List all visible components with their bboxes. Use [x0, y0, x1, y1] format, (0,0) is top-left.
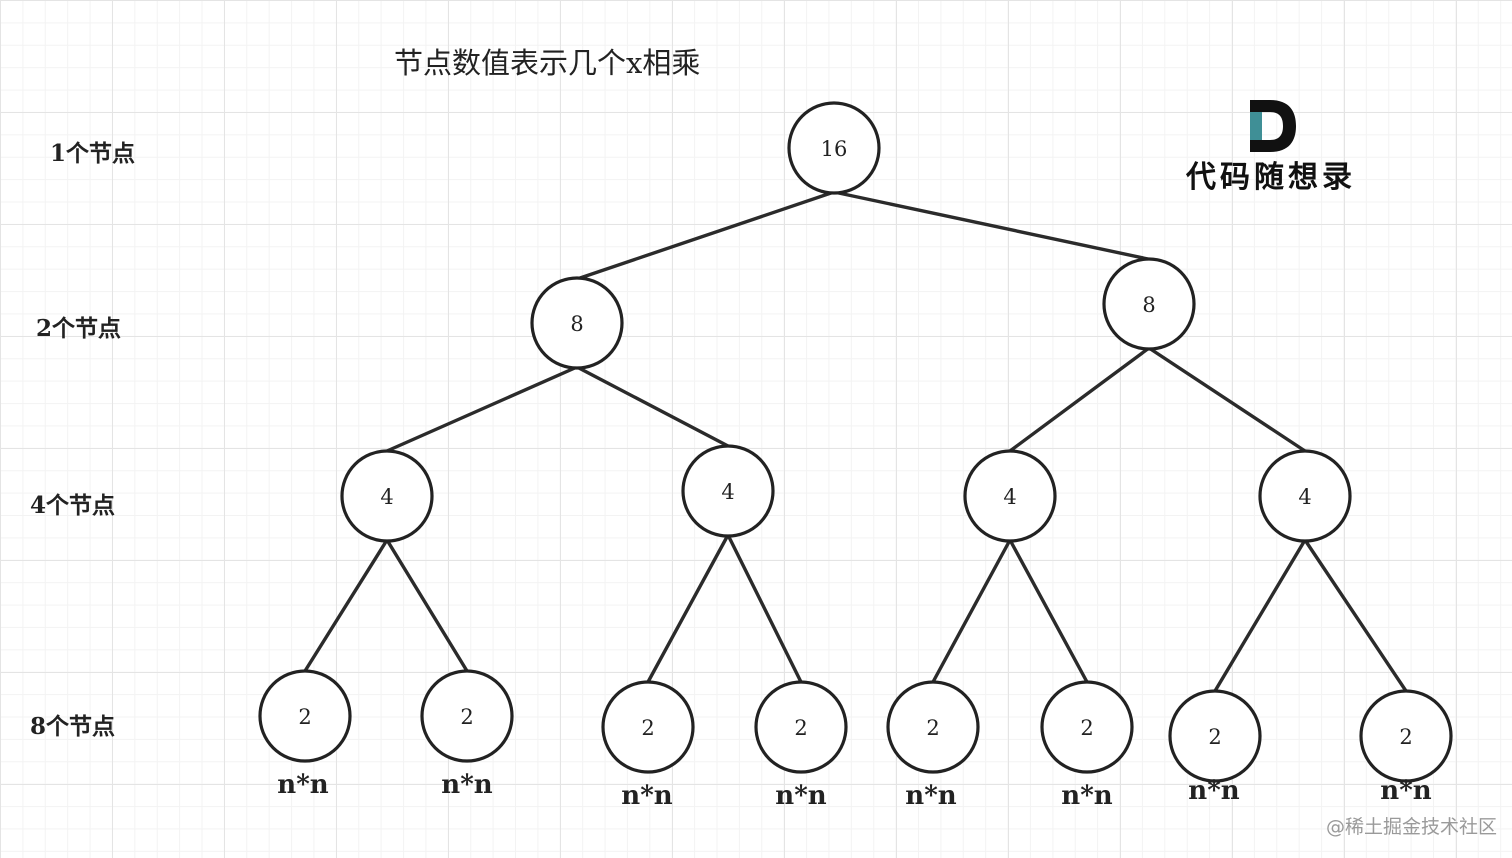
tree-node-l3-3: 4	[963, 449, 1057, 543]
tree-node-root: 16	[787, 101, 881, 195]
level-label-1: 1个节点	[50, 140, 136, 167]
diagram-title: 节点数值表示几个x相乘	[394, 46, 701, 80]
brand-name: 代码随想录	[1186, 160, 1356, 195]
leaf-label: n*n	[1061, 781, 1113, 811]
node-value: 2	[1399, 725, 1412, 749]
node-value: 2	[1080, 716, 1093, 740]
level-label-4: 8个节点	[30, 713, 116, 740]
tree-node-l4-4: 2	[754, 680, 848, 774]
tree-node-l4-8: 2	[1359, 689, 1453, 783]
edge	[575, 365, 730, 448]
node-value: 8	[570, 312, 583, 336]
tree-node-l3-2: 4	[681, 444, 775, 538]
edge	[1147, 346, 1307, 453]
edge	[303, 538, 389, 673]
edge	[1008, 538, 1089, 684]
tree-node-l4-1: 2	[258, 669, 352, 763]
node-value: 4	[380, 485, 393, 509]
node-value: 2	[926, 716, 939, 740]
edge	[1303, 538, 1408, 693]
node-value: 16	[821, 137, 848, 161]
node-value: 4	[721, 480, 734, 504]
tree-edges	[303, 190, 1408, 693]
edge	[726, 533, 803, 684]
tree-node-l2-1: 8	[530, 276, 624, 370]
edge	[1213, 538, 1307, 693]
edge	[385, 538, 469, 673]
edge	[578, 190, 836, 280]
leaf-label: n*n	[905, 781, 957, 811]
tree-node-l4-5: 2	[886, 680, 980, 774]
d-logo-icon	[1250, 100, 1296, 152]
node-value: 4	[1298, 485, 1311, 509]
tree-node-l4-6: 2	[1040, 680, 1134, 774]
edge	[931, 538, 1012, 684]
level-label-3: 4个节点	[30, 492, 116, 519]
tree-node-l4-3: 2	[601, 680, 695, 774]
node-value: 2	[460, 705, 473, 729]
leaf-label: n*n	[775, 781, 827, 811]
node-value: 2	[794, 716, 807, 740]
node-value: 2	[1208, 725, 1221, 749]
leaf-label: n*n	[441, 770, 493, 800]
leaf-label: n*n	[621, 781, 673, 811]
leaf-label: n*n	[1188, 776, 1240, 806]
watermark: @稀土掘金技术社区	[1326, 816, 1498, 838]
level-label-2: 2个节点	[36, 315, 122, 342]
tree-node-l3-4: 4	[1258, 449, 1352, 543]
node-value: 4	[1003, 485, 1016, 509]
tree-node-l4-2: 2	[420, 669, 514, 763]
tree-node-l2-2: 8	[1102, 257, 1196, 351]
node-value: 8	[1142, 293, 1155, 317]
tree-node-l4-7: 2	[1168, 689, 1262, 783]
node-value: 2	[298, 705, 311, 729]
edge	[646, 533, 730, 684]
leaf-label: n*n	[1380, 776, 1432, 806]
leaf-label: n*n	[277, 770, 329, 800]
node-value: 2	[641, 716, 654, 740]
edge	[1008, 346, 1151, 453]
edge	[832, 190, 1150, 261]
edge	[385, 365, 579, 453]
tree-node-l3-1: 4	[340, 449, 434, 543]
